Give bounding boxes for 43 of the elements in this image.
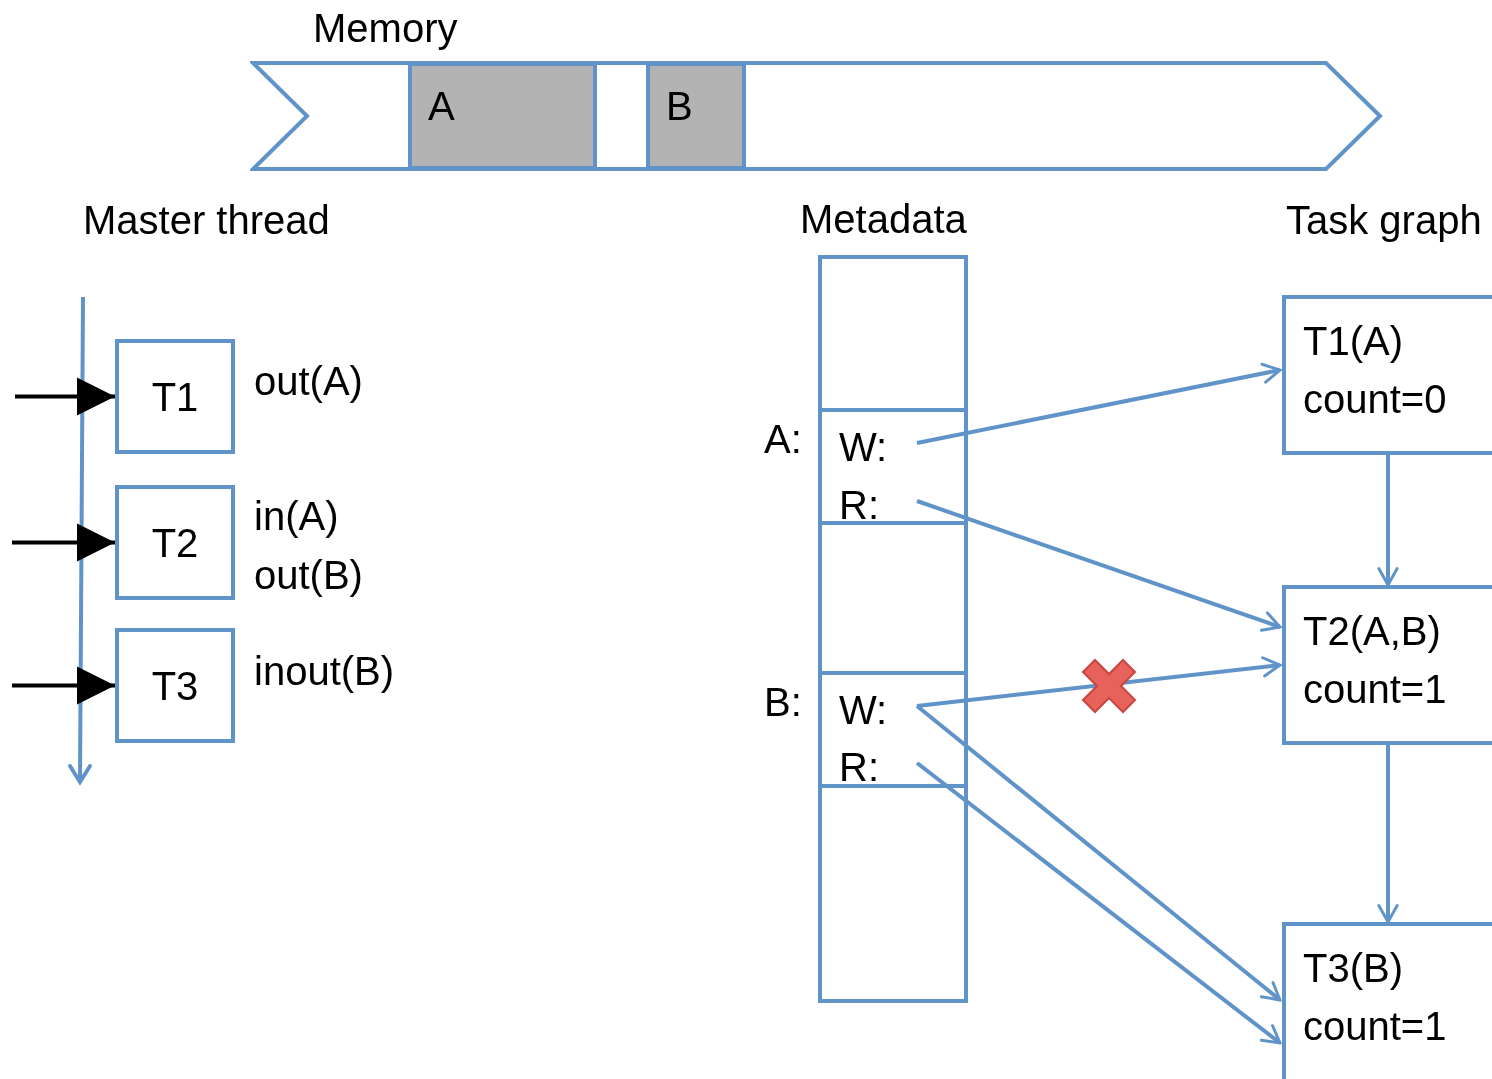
beside-text: out(A)	[254, 358, 363, 405]
arrow	[12, 666, 115, 705]
beside-text: B:	[764, 679, 802, 726]
task-box	[115, 628, 235, 743]
task-text: count=1	[1303, 666, 1448, 713]
task-label: T2	[151, 519, 199, 567]
arrow	[915, 704, 1282, 1002]
beside-text: inout(B)	[254, 648, 395, 695]
memory-block	[646, 62, 746, 170]
field-label: W:	[839, 424, 888, 471]
block-label: B	[666, 83, 693, 130]
field-label: W:	[839, 687, 888, 734]
arrow	[1377, 455, 1399, 587]
task-box	[115, 339, 235, 454]
task-box	[115, 485, 235, 600]
task-text: T2(A,B)	[1303, 608, 1442, 655]
task-text: T1(A)	[1303, 318, 1404, 365]
task-box	[1282, 922, 1492, 1079]
beside-text: out(B)	[254, 552, 363, 599]
arrow	[1377, 745, 1399, 924]
task-label: T1	[151, 373, 199, 421]
task-text: count=0	[1303, 376, 1448, 423]
arrow	[916, 656, 1282, 708]
arrow	[12, 523, 115, 562]
heading: Metadata	[800, 196, 967, 243]
task-label: T3	[151, 662, 199, 710]
beside-text: A:	[764, 416, 802, 463]
heading: Memory	[313, 5, 458, 52]
block-label: A	[428, 83, 455, 130]
section-heading: Master thread	[83, 197, 330, 244]
field-label: R:	[839, 482, 879, 529]
arrow	[15, 377, 115, 416]
beside-text: in(A)	[254, 493, 339, 540]
arrow	[916, 362, 1282, 445]
task-box	[1282, 295, 1492, 455]
arrow	[916, 499, 1282, 632]
arrow	[915, 761, 1282, 1045]
task-box	[1282, 585, 1492, 745]
task-text: T3(B)	[1303, 945, 1404, 992]
memory-block	[408, 62, 597, 170]
task-text: count=1	[1303, 1003, 1448, 1050]
field-label: R:	[839, 744, 879, 791]
section-heading: Task graph	[1286, 197, 1482, 244]
